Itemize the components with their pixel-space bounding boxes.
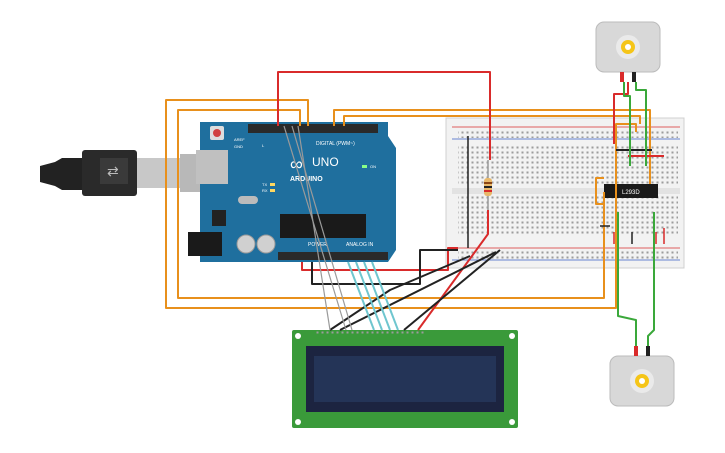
resistor-icon	[484, 160, 492, 210]
wire-gray[interactable]	[297, 125, 331, 331]
wire-green[interactable]	[617, 212, 637, 346]
wire-red[interactable]	[301, 247, 458, 271]
led-l-label: L	[262, 143, 265, 148]
wire-black[interactable]	[339, 251, 497, 331]
wire-green[interactable]	[635, 82, 647, 166]
lcd-module[interactable]	[292, 330, 518, 428]
analog-header-strip	[278, 252, 388, 260]
l293d-chip[interactable]: L293D	[604, 184, 658, 198]
wire-green[interactable]	[623, 82, 631, 166]
dc-motor-icon[interactable]	[609, 346, 675, 407]
arduino-board[interactable]: ∞ UNO ARDUINO DIGITAL (PWM~) POWER ANALO…	[188, 122, 396, 262]
wire-cyan[interactable]	[371, 261, 399, 331]
wire-orange[interactable]	[165, 99, 637, 309]
wire-cyan[interactable]	[347, 261, 375, 331]
power-header-label: POWER	[308, 242, 327, 248]
wire-gray[interactable]	[283, 125, 347, 331]
wire-orange[interactable]	[343, 115, 641, 126]
wire-orange[interactable]	[333, 109, 651, 184]
digital-header-label: DIGITAL (PWM~)	[316, 141, 355, 147]
wire-red[interactable]	[277, 71, 491, 160]
wire-black[interactable]	[311, 249, 458, 285]
wire-gray[interactable]	[291, 125, 353, 331]
power-jack	[188, 232, 222, 256]
wire-orange[interactable]	[595, 177, 604, 205]
wire-black[interactable]	[403, 249, 501, 331]
analog-header-label: ANALOG IN	[346, 242, 374, 248]
atmega-chip	[280, 214, 366, 238]
breadboard[interactable]	[445, 117, 685, 269]
usb-plug-icon: ⇄	[40, 150, 220, 196]
led-rx-label: RX	[262, 188, 268, 193]
svg-text:∞: ∞	[290, 154, 303, 174]
led-on-label: ON	[370, 164, 376, 169]
gnd-label: GND	[234, 144, 243, 149]
wire-green[interactable]	[647, 212, 655, 346]
arduino-model-label: UNO	[312, 155, 339, 169]
wire-cyan[interactable]	[355, 261, 383, 331]
wire-black[interactable]	[329, 255, 471, 331]
digital-header-strip	[248, 124, 378, 133]
dc-motor-icon[interactable]	[595, 21, 661, 82]
wire-cyan[interactable]	[363, 261, 391, 331]
usb-jack	[196, 150, 228, 184]
led-tx-label: TX	[262, 182, 267, 187]
aref-label: AREF	[234, 137, 245, 142]
wire-orange[interactable]	[177, 109, 605, 299]
lcd-screen	[314, 356, 496, 402]
l293d-label: L293D	[622, 190, 640, 196]
wires	[165, 71, 665, 346]
svg-text:⇄: ⇄	[107, 163, 119, 179]
wire-red[interactable]	[613, 82, 629, 144]
